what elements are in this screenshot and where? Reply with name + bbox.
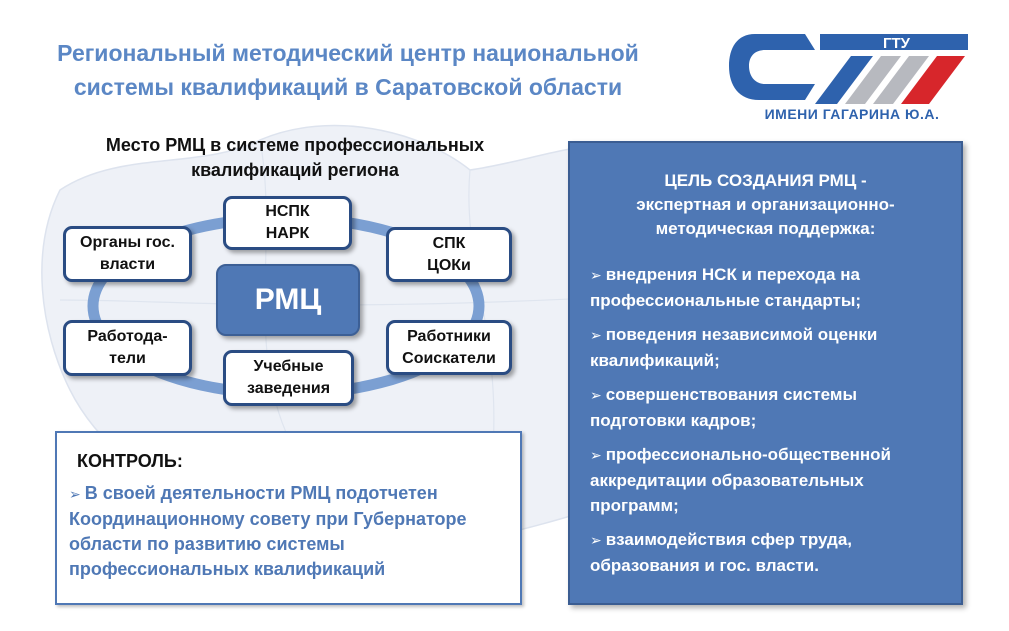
node-spk-line-1: СПК <box>432 234 466 252</box>
node-nspk-line-1: НСПК <box>265 203 310 220</box>
goal-item: ➢поведения независимой оценки квалификац… <box>590 322 950 373</box>
goal-item: ➢внедрения НСК и перехода на профессиона… <box>590 262 950 313</box>
node-nspk-line-2: НАРК <box>265 225 310 242</box>
goal-item-text: внедрения НСК и перехода на профессионал… <box>590 265 862 310</box>
node-workers-line-1: Работники <box>407 327 491 345</box>
arrow-bullet-icon: ➢ <box>69 486 81 502</box>
goal-heading-line-2: экспертная и организационно- <box>636 195 895 214</box>
goal-item: ➢профессионально-общественной аккредитац… <box>590 442 950 518</box>
goal-heading-line-3: методическая поддержка: <box>655 219 876 238</box>
goal-heading: ЦЕЛЬ СОЗДАНИЯ РМЦ - экспертная и организ… <box>570 169 961 241</box>
arrow-bullet-icon: ➢ <box>590 387 602 403</box>
node-government-line-1: Органы гос. <box>80 234 175 251</box>
control-title: КОНТРОЛЬ: <box>77 451 183 471</box>
sgtu-logo: ГТУ <box>729 34 968 104</box>
node-spk: СПК ЦОКи <box>386 227 512 282</box>
node-schools-line-1: Учебные <box>253 358 324 375</box>
goal-item-text: совершенствования системы подготовки кад… <box>590 385 857 430</box>
node-employers-line-2: тели <box>109 350 146 367</box>
control-box: КОНТРОЛЬ: ➢В своей деятельности РМЦ подо… <box>55 431 522 605</box>
page-title: Региональный методический центр национал… <box>28 36 668 104</box>
arrow-bullet-icon: ➢ <box>590 532 602 548</box>
goal-box: ЦЕЛЬ СОЗДАНИЯ РМЦ - экспертная и организ… <box>568 141 963 605</box>
goal-item-text: профессионально-общественной аккредитаци… <box>590 445 891 515</box>
subtitle-line-2: квалификаций региона <box>191 160 399 180</box>
goal-heading-line-1: ЦЕЛЬ СОЗДАНИЯ РМЦ - <box>664 171 867 190</box>
node-schools: Учебные заведения <box>223 350 354 406</box>
node-government: Органы гос. власти <box>63 226 192 282</box>
goal-item: ➢взаимодействия сфер труда, образования … <box>590 527 950 578</box>
subtitle-line-1: Место РМЦ в системе профессиональных <box>105 135 485 155</box>
node-workers-line-2: Соискатели <box>402 349 496 367</box>
svg-text:ГТУ: ГТУ <box>883 35 911 52</box>
goal-item-text: поведения независимой оценки квалификаци… <box>590 325 878 370</box>
node-schools-line-2: заведения <box>246 380 331 397</box>
goal-item: ➢совершенствования системы подготовки ка… <box>590 382 950 433</box>
arrow-bullet-icon: ➢ <box>590 267 602 283</box>
center-node-rmc: РМЦ <box>216 264 360 336</box>
node-nspk: НСПК НАРК <box>223 196 352 250</box>
title-line-1: Региональный методический центр национал… <box>57 40 639 66</box>
arrow-bullet-icon: ➢ <box>590 327 602 343</box>
title-line-2: системы квалификаций в Саратовской облас… <box>73 74 623 100</box>
goal-item-text: взаимодействия сфер труда, образования и… <box>590 530 853 575</box>
node-employers: Работода-тели <box>63 320 192 376</box>
logo-caption: ИМЕНИ ГАГАРИНА Ю.А. <box>764 106 940 122</box>
node-spk-line-2: ЦОКи <box>427 256 471 274</box>
node-government-line-2: власти <box>99 256 156 273</box>
goal-list: ➢внедрения НСК и перехода на профессиона… <box>590 262 950 587</box>
node-employers-line-1: Работода- <box>87 328 168 345</box>
arrow-bullet-icon: ➢ <box>590 447 602 463</box>
control-text: В своей деятельности РМЦ подотчетен Коор… <box>69 483 467 579</box>
diagram-subtitle: Место РМЦ в системе профессиональных ква… <box>60 133 530 183</box>
control-text-block: ➢В своей деятельности РМЦ подотчетен Коо… <box>69 481 514 582</box>
